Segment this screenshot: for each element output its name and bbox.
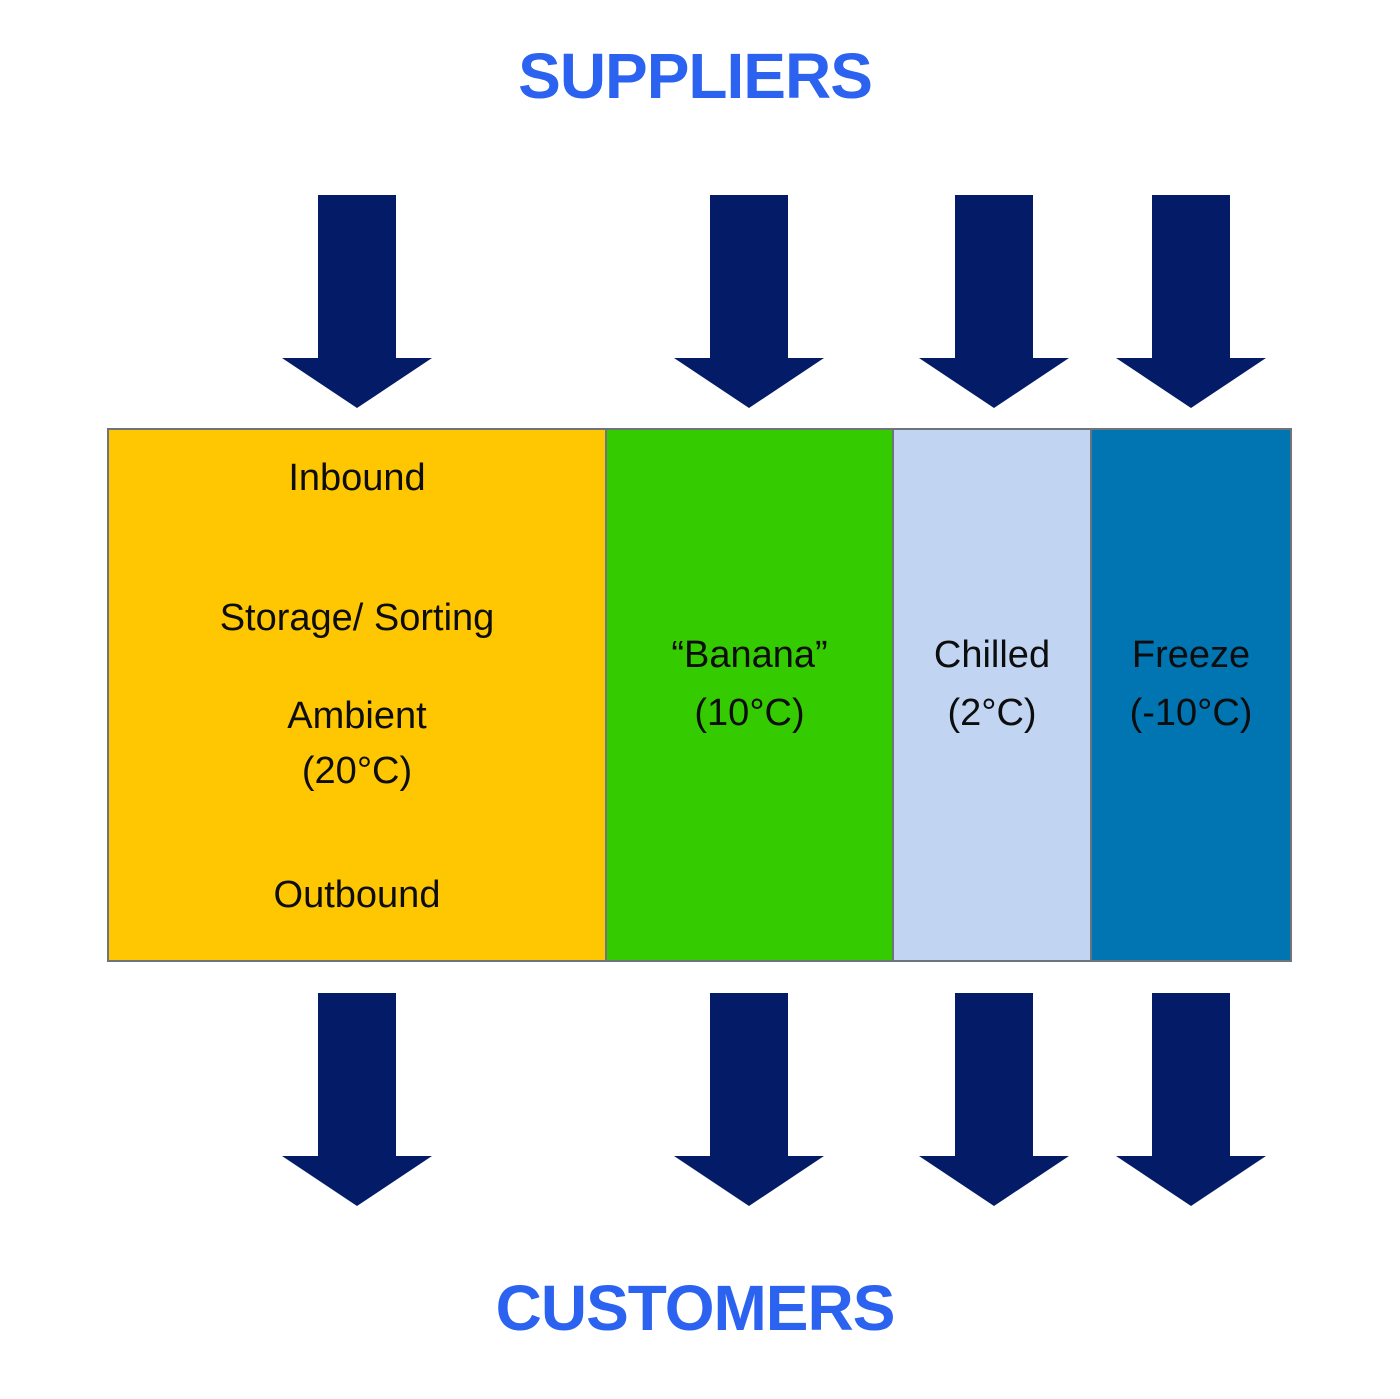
suppliers-title: SUPPLIERS: [518, 40, 873, 112]
zone-freeze-name-label: Freeze: [1131, 634, 1251, 676]
zone-chilled-temp-label: (2°C): [947, 692, 1037, 734]
down-arrow-icon: [282, 993, 432, 1206]
down-arrow-icon: [919, 195, 1069, 408]
down-arrow-icon: [919, 993, 1069, 1206]
zone-ambient-outbound-label: Outbound: [273, 874, 441, 916]
warehouse-zones-row: Inbound Storage/ Sorting Ambient (20°C) …: [107, 428, 1292, 962]
zone-banana-name-label: “Banana”: [671, 634, 828, 676]
zone-freeze-temp-label: (-10°C): [1129, 692, 1253, 734]
down-arrow-icon: [282, 195, 432, 408]
down-arrow-icon: [1116, 195, 1266, 408]
zone-ambient-name-label: Ambient: [287, 695, 427, 737]
down-arrow-icon: [674, 195, 824, 408]
zone-ambient: Inbound Storage/ Sorting Ambient (20°C) …: [107, 428, 607, 962]
zone-freeze: Freeze (-10°C): [1090, 428, 1292, 962]
down-arrow-icon: [674, 993, 824, 1206]
zone-ambient-inbound-label: Inbound: [288, 457, 426, 499]
zone-chilled: Chilled (2°C): [892, 428, 1092, 962]
zone-ambient-temp-label: (20°C): [301, 750, 413, 792]
down-arrow-icon: [1116, 993, 1266, 1206]
zone-banana-temp-label: (10°C): [694, 692, 805, 734]
zone-chilled-name-label: Chilled: [933, 634, 1051, 676]
zone-ambient-storage-sorting-label: Storage/ Sorting: [219, 597, 495, 639]
customers-title: CUSTOMERS: [495, 1272, 896, 1344]
zone-banana: “Banana” (10°C): [605, 428, 894, 962]
